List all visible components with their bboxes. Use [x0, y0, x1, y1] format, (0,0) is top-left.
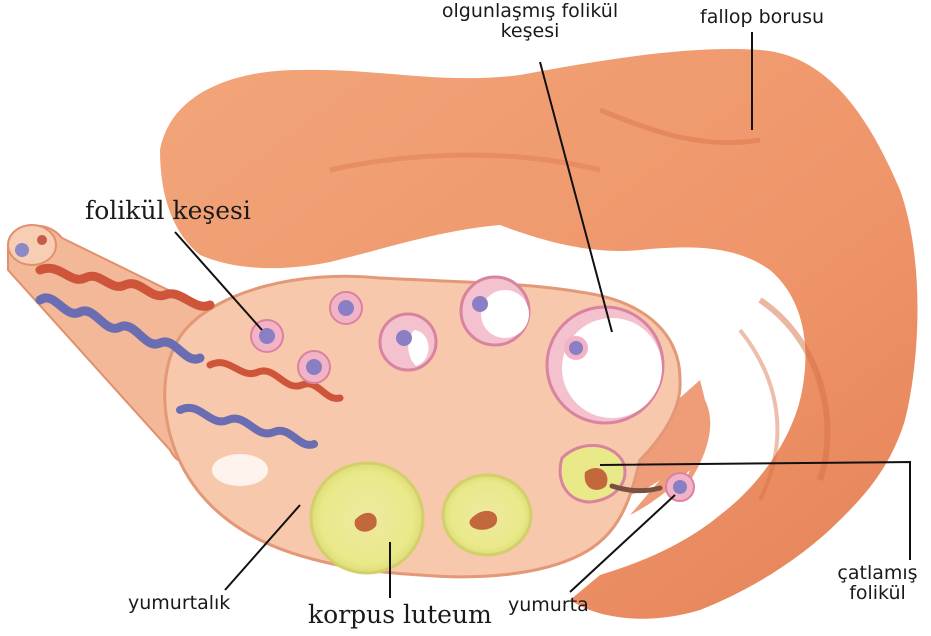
ligament-vessel-cross-section-2	[37, 235, 47, 245]
label-ovary: yumurtalık	[128, 594, 230, 614]
label-ruptured-follicle: çatlamış folikül	[830, 564, 925, 604]
label-ruptured-follicle-line1: çatlamış	[830, 564, 925, 584]
ligament-end	[8, 225, 56, 265]
tertiary-follicle	[461, 277, 529, 345]
mature-follicle	[547, 307, 663, 423]
label-corpus-luteum: korpus luteum	[308, 602, 492, 628]
ruptured-follicle	[560, 445, 625, 502]
label-follicle-sac: folikül keşesi	[85, 198, 251, 224]
tube-fold-4	[740, 330, 777, 500]
secondary-follicle	[380, 314, 436, 370]
label-ruptured-follicle-line2: folikül	[830, 584, 925, 604]
label-egg: yumurta	[508, 596, 589, 616]
label-fallopian-tube: fallop borusu	[700, 8, 824, 28]
egg-cell	[666, 473, 694, 501]
label-mature-follicle: olgunlaşmış folikül keşesi	[420, 2, 640, 42]
corpus-luteum-large	[311, 463, 423, 573]
primary-follicle	[298, 351, 330, 383]
label-mature-follicle-line2: keşesi	[420, 22, 640, 42]
label-mature-follicle-line1: olgunlaşmış folikül	[420, 2, 640, 22]
primary-follicle	[330, 292, 362, 324]
ligament-vessel-cross-section	[15, 243, 29, 257]
primary-follicle	[251, 320, 283, 352]
corpus-luteum-small	[443, 475, 531, 555]
ovary-pale-patch	[212, 454, 268, 486]
